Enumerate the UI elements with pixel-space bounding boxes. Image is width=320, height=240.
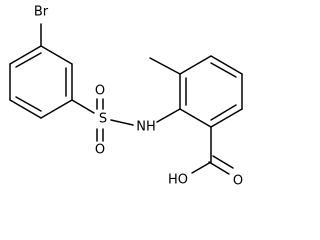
carbonyl-oxygen-label: O	[233, 174, 243, 189]
molecule-structure-diagram: Br S O O NH O HO	[9, 5, 243, 189]
methyl-bond	[149, 57, 181, 75]
bond-s-n	[110, 119, 134, 126]
oxygen-bottom-label: O	[95, 143, 105, 158]
bond	[40, 45, 73, 65]
bond	[179, 55, 212, 75]
double-bond-c-o	[212, 155, 234, 169]
hydroxyl-label: HO	[168, 173, 188, 188]
aromatic-bond	[210, 104, 237, 121]
aromatic-bond	[15, 96, 42, 112]
oxygen-top-label: O	[95, 84, 105, 99]
amine-label: NH	[136, 120, 156, 135]
bond	[9, 99, 42, 119]
sulfur-label: S	[99, 112, 107, 127]
bromine-label: Br	[34, 5, 49, 20]
bond	[179, 108, 212, 128]
bond-n-c	[156, 108, 181, 123]
bond	[40, 99, 73, 119]
aromatic-bond	[15, 52, 42, 68]
bond	[9, 45, 42, 65]
aromatic-bond	[210, 62, 237, 78]
benzoic-acid-ring	[179, 55, 243, 128]
bond-c-s	[71, 99, 95, 114]
bond	[210, 55, 243, 75]
bromophenyl-ring	[9, 45, 73, 119]
double-bond-c-o	[208, 161, 230, 175]
bond	[210, 108, 243, 128]
bond-c-oh	[191, 161, 212, 174]
